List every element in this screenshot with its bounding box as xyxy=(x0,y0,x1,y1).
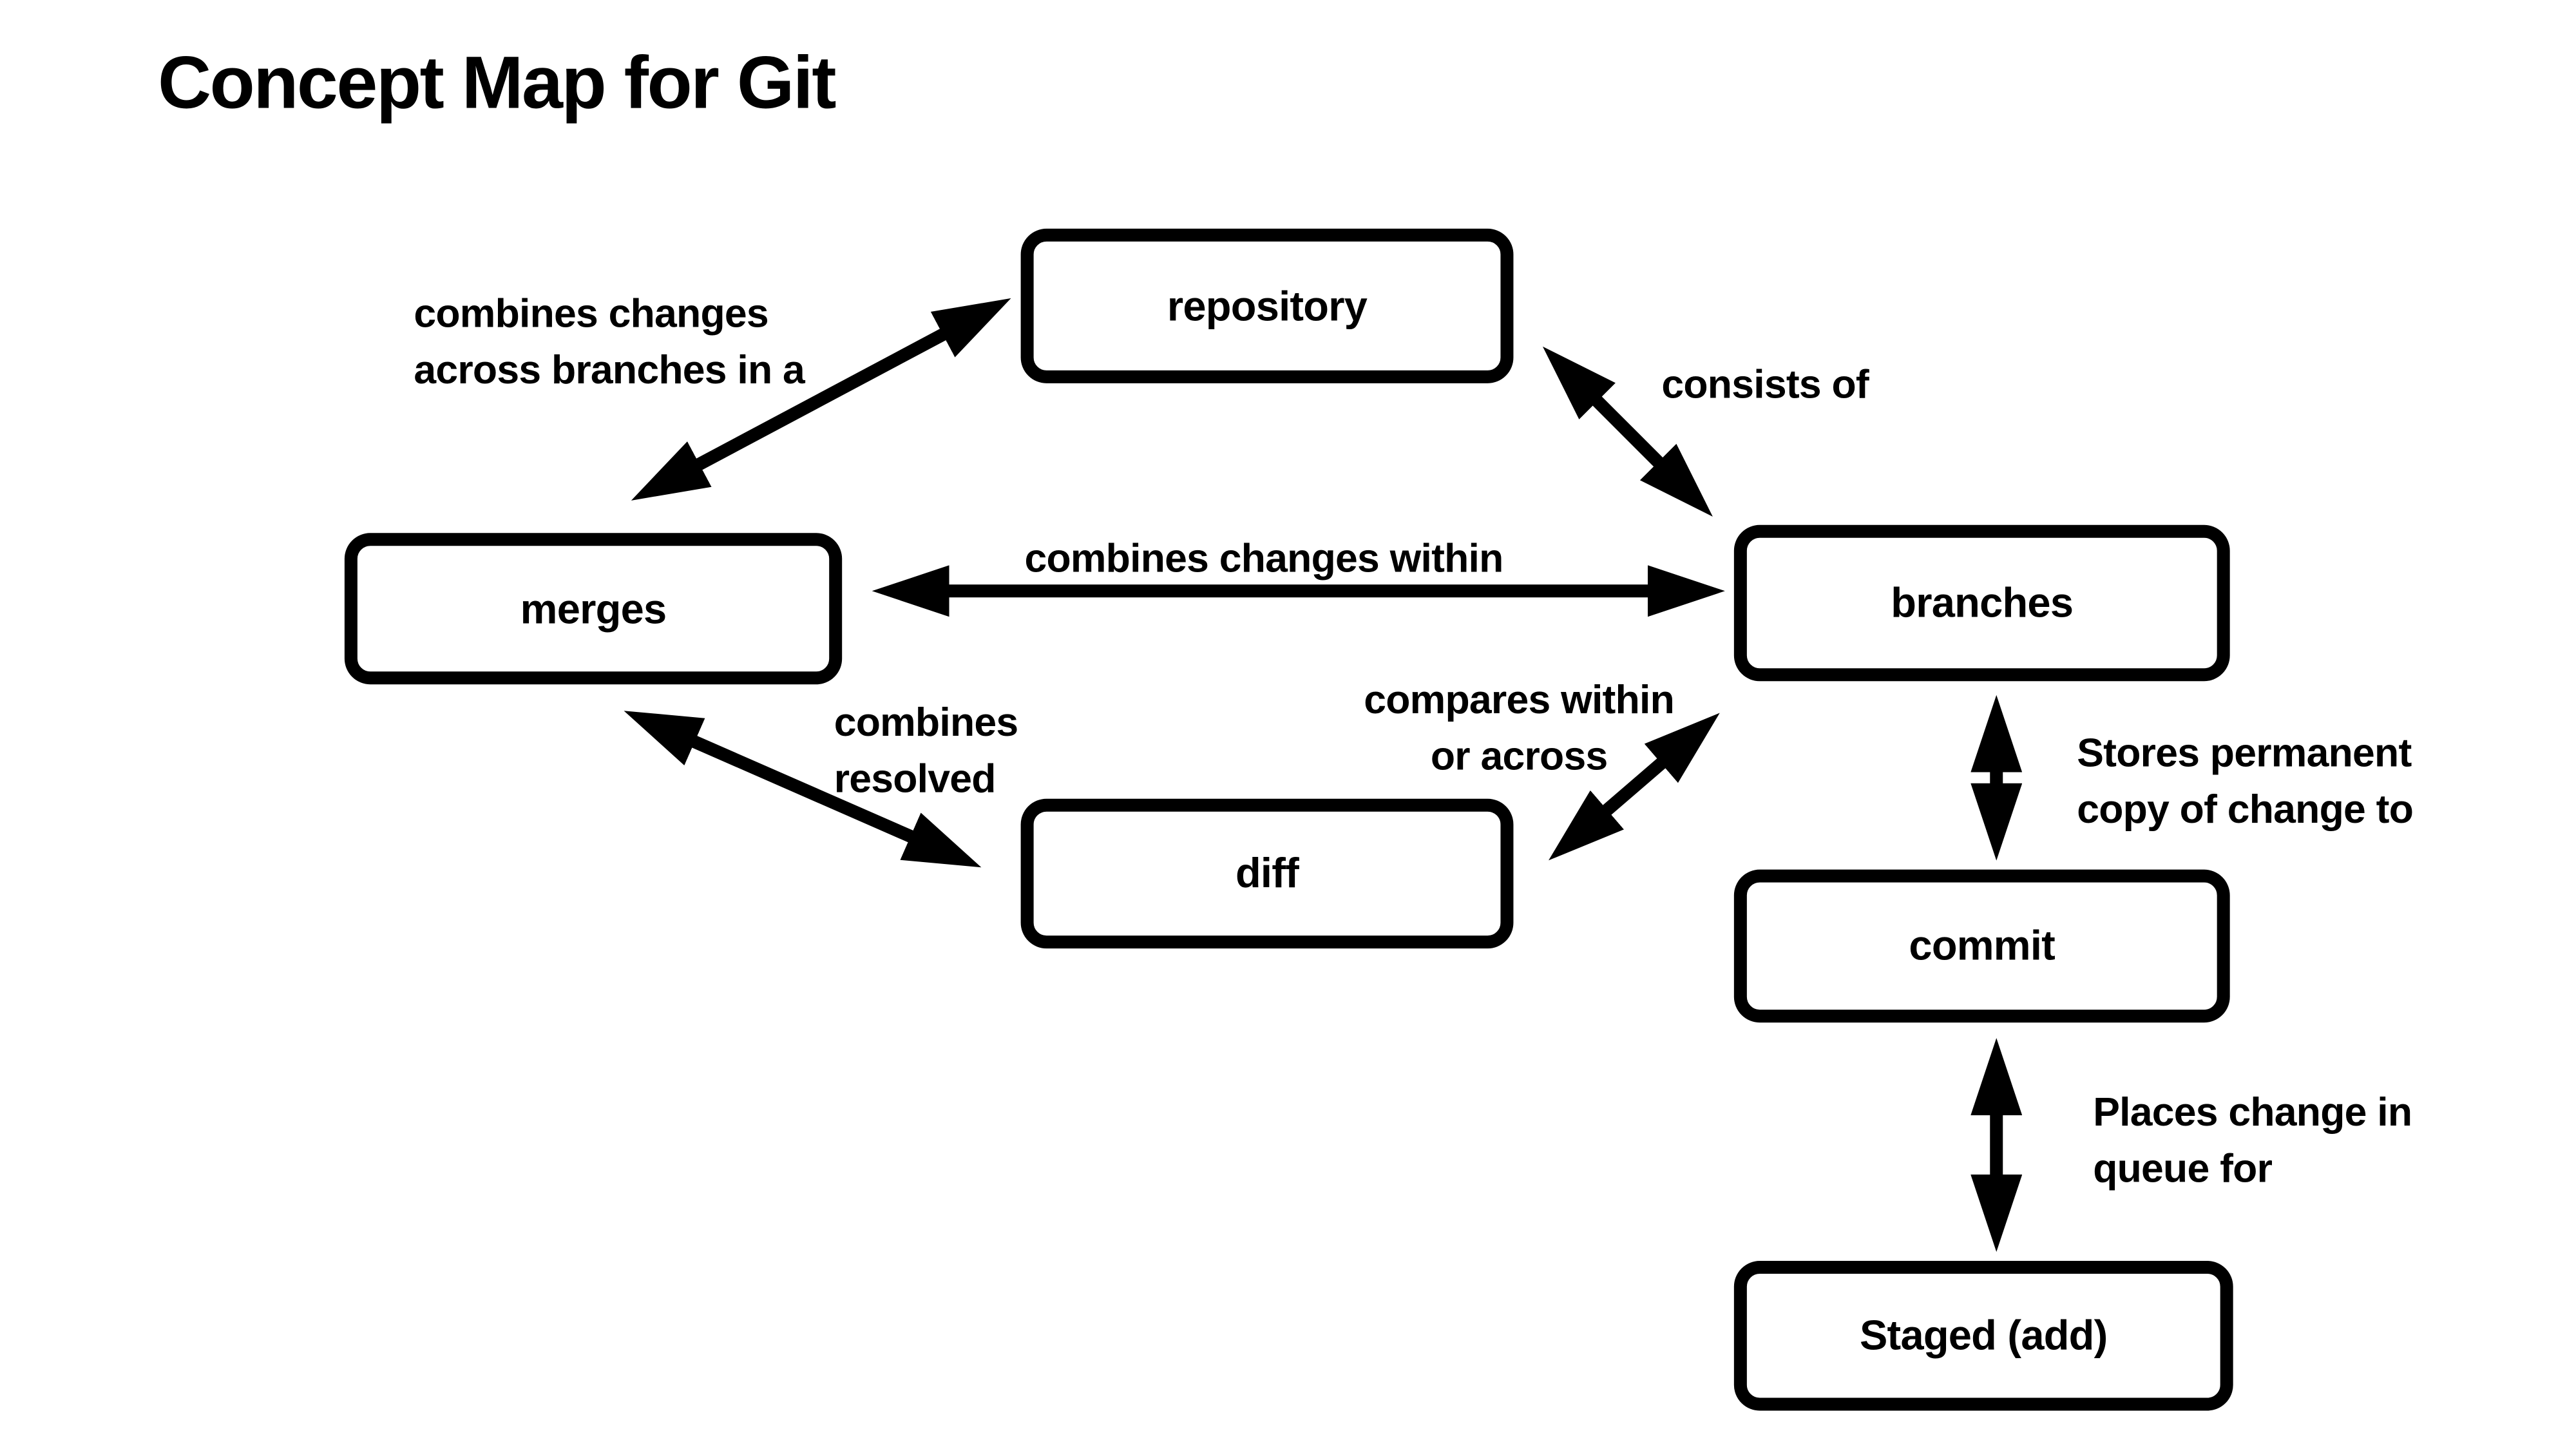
node-branches-label: branches xyxy=(1891,578,2074,627)
node-commit-label: commit xyxy=(1909,921,2056,970)
node-merges-label: merges xyxy=(520,584,667,633)
edge-label-repository-branches: consists of xyxy=(1661,358,1869,414)
edge-merges-diff-arrow xyxy=(624,711,982,868)
node-merges: merges xyxy=(344,533,843,685)
node-diff: diff xyxy=(1020,798,1514,949)
node-staged-label: Staged (add) xyxy=(1859,1310,2108,1359)
page-title: Concept Map for Git xyxy=(157,40,837,124)
edge-label-commit-staged: Places change in queue for xyxy=(2093,1086,2412,1198)
node-commit: commit xyxy=(1733,869,2230,1023)
edge-repository-branches-arrow xyxy=(1542,346,1713,517)
edge-label-line: consists of xyxy=(1661,362,1869,408)
edge-label-line: compares within xyxy=(1364,678,1675,724)
node-repository: repository xyxy=(1020,228,1514,383)
edge-label-line: across branches in a xyxy=(414,347,805,393)
node-staged: Staged (add) xyxy=(1733,1261,2233,1411)
edge-label-line: combines xyxy=(834,700,1018,746)
node-diff-label: diff xyxy=(1235,849,1299,897)
edge-label-line: Stores permanent xyxy=(2077,731,2412,776)
edge-label-diff-branches: compares within or across xyxy=(1346,673,1692,786)
edge-label-merges-branches: combines changes within xyxy=(1008,532,1520,588)
edge-label-merges-repository: combines changes across branches in a xyxy=(414,287,805,399)
edge-label-branches-commit: Stores permanent copy of change to xyxy=(2077,726,2414,839)
edge-label-line: resolved xyxy=(834,756,997,802)
edge-label-line: Places change in xyxy=(2093,1090,2412,1136)
edge-merges-repository-arrow xyxy=(631,298,1011,501)
node-branches: branches xyxy=(1733,524,2230,682)
edge-label-merges-diff: combines resolved xyxy=(834,696,1018,809)
edge-label-line: combines changes within xyxy=(1024,536,1503,582)
node-repository-label: repository xyxy=(1167,281,1368,330)
edge-label-line: or across xyxy=(1430,734,1608,780)
edge-diff-branches-arrow xyxy=(1549,713,1720,861)
edge-label-line: queue for xyxy=(2093,1146,2273,1192)
edge-label-line: combines changes xyxy=(414,291,768,337)
edge-label-line: copy of change to xyxy=(2077,787,2414,833)
